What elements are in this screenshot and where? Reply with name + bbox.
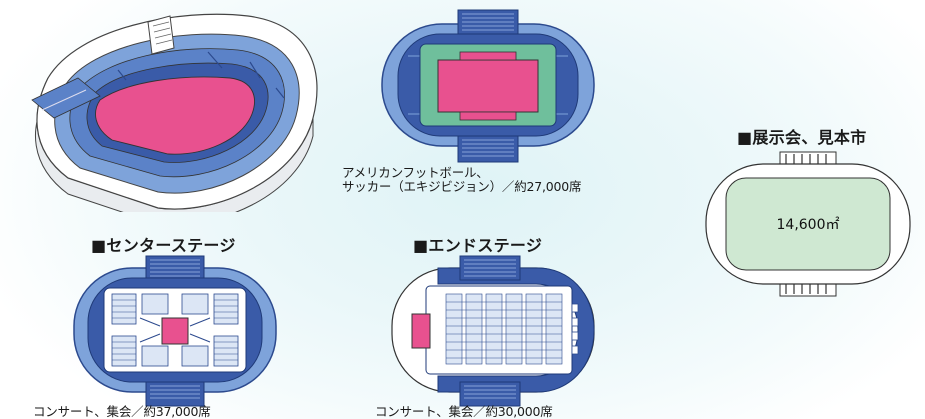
center-stage-caption: コンサート、集会／約37,000席: [33, 404, 211, 419]
exhibition-heading: ■展示会、見本市: [737, 128, 867, 147]
football-caption-line2: サッカー（エキジビジョン）／約27,000席: [342, 179, 582, 194]
stadium-3d-illustration: [31, 13, 318, 212]
center-stage-layout-diagram: [73, 255, 277, 407]
end-stage-caption: コンサート、集会／約30,000席: [375, 404, 553, 419]
exhibition-layout-diagram: 14,600㎡: [705, 151, 911, 297]
football-layout-diagram: [381, 9, 595, 163]
center-stage-heading: ■センターステージ: [91, 236, 236, 255]
end-stage-layout-diagram: [391, 255, 595, 407]
end-stage-heading: ■エンドステージ: [413, 236, 543, 255]
exhibition-area-label: 14,600㎡: [777, 217, 840, 233]
football-caption-line1: アメリカンフットボール、: [342, 165, 489, 180]
